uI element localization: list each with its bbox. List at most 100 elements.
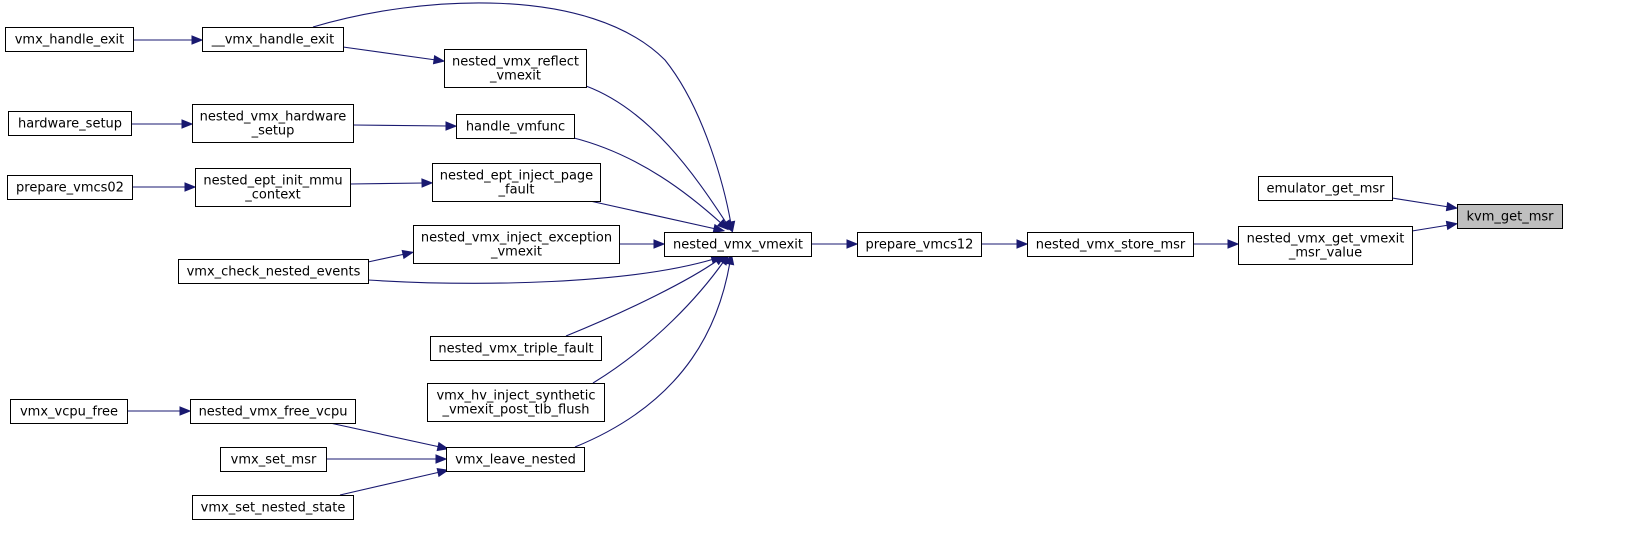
edge-arrowhead: [432, 55, 446, 65]
edge-arrowhead: [1445, 220, 1459, 231]
edge-arrowhead: [421, 178, 434, 188]
edge-nested_vmx_get_vmexit_msr_value-to-kvm_get_msr: [1411, 220, 1459, 232]
node-nested-vmx-get-vmexit-msr-value[interactable]: nested_vmx_get_vmexit_msr_value: [1238, 226, 1413, 265]
node-box: [192, 104, 354, 143]
node-label: _vmexit_post_tlb_flush: [441, 403, 589, 418]
node-label: vmx_set_nested_state: [201, 501, 346, 516]
edge-line: [342, 46, 437, 61]
node-box: [664, 232, 812, 257]
node-label: hardware_setup: [18, 117, 122, 132]
node-label: nested_vmx_store_msr: [1036, 238, 1186, 253]
node-vmx-set-nested-state[interactable]: vmx_set_nested_state: [192, 495, 354, 520]
node-label: _vmexit: [489, 69, 541, 84]
node-vmx-handle-exit[interactable]: __vmx_handle_exit: [202, 27, 344, 52]
edge-line: [349, 182, 425, 185]
node-hardware-setup[interactable]: hardware_setup: [8, 111, 132, 136]
node-nested-vmx-hardware-setup[interactable]: nested_vmx_hardware_setup: [192, 104, 354, 143]
node-box: [1258, 176, 1393, 201]
edge-vmx_set_msr-to-vmx_leave_nested: [326, 454, 448, 464]
edge-handle_vmfunc-to-nested_vmx_vmexit: [573, 137, 729, 231]
edge-arrowhead: [401, 249, 415, 260]
node-nested-vmx-vmexit[interactable]: nested_vmx_vmexit: [664, 232, 812, 257]
node-kvm-get-msr: kvm_get_msr: [1457, 204, 1563, 229]
edge-line: [1411, 224, 1450, 232]
node-nested-ept-inject-page-fault[interactable]: nested_ept_inject_page_fault: [432, 163, 601, 202]
node-label: emulator_get_msr: [1266, 182, 1385, 197]
node-vmx-handle-exit[interactable]: vmx_handle_exit: [5, 27, 134, 52]
node-label: vmx_hv_inject_synthetic: [436, 389, 595, 404]
node-box: [190, 399, 356, 424]
edge-emulator_get_msr-to-kvm_get_msr: [1391, 197, 1459, 212]
edge-arrowhead: [716, 218, 729, 231]
node-label: handle_vmfunc: [466, 120, 565, 135]
edge-line: [573, 137, 723, 225]
edge-arrowhead: [179, 406, 192, 416]
node-emulator-get-msr[interactable]: emulator_get_msr: [1258, 176, 1393, 201]
edge-vmx_hv_inject_synthetic_vmexit_post_tlb_flush-to-nested_vmx_vmexit: [592, 253, 730, 384]
edge-prepare_vmcs12-to-nested_vmx_store_msr: [981, 239, 1029, 249]
edge-nested_ept_init_mmu_context-to-nested_ept_inject_page_fault: [349, 178, 434, 188]
edge-prepare_vmcs02-to-nested_ept_init_mmu_context: [132, 182, 197, 192]
node-vmx-check-nested-events[interactable]: vmx_check_nested_events: [178, 259, 369, 284]
node-handle-vmfunc[interactable]: handle_vmfunc: [456, 114, 575, 139]
edge-line: [329, 422, 441, 448]
node-box: [8, 111, 132, 136]
node-nested-vmx-triple-fault[interactable]: nested_vmx_triple_fault: [430, 336, 602, 361]
node-box: [456, 114, 575, 139]
edge-nested_vmx_reflect_vmexit-to-nested_vmx_vmexit: [585, 85, 733, 232]
node-box: [202, 27, 344, 52]
edge-arrowhead: [1227, 239, 1240, 249]
edge-arrowhead: [181, 119, 194, 129]
edge-line: [589, 200, 717, 230]
edge-nested_vmx_inject_exception_vmexit-to-nested_vmx_vmexit: [619, 239, 666, 249]
node-nested-vmx-inject-exception-vmexit[interactable]: nested_vmx_inject_exception_vmexit: [413, 225, 620, 264]
edge-nested_vmx_store_msr-to-nested_vmx_get_vmexit_msr_value: [1193, 239, 1240, 249]
node-label: vmx_check_nested_events: [187, 265, 361, 280]
node-label: _fault: [498, 183, 535, 198]
edge-arrowhead: [1445, 201, 1459, 212]
node-label: __vmx_handle_exit: [211, 33, 335, 48]
edge-nested_vmx_vmexit-to-prepare_vmcs12: [811, 239, 859, 249]
node-label: kvm_get_msr: [1466, 210, 1554, 225]
edge-arrowhead: [435, 454, 448, 464]
node-box: [195, 168, 351, 207]
node-label: _msr_value: [1288, 246, 1362, 261]
node-label: nested_vmx_hardware: [200, 110, 347, 125]
node-vmx-vcpu-free[interactable]: vmx_vcpu_free: [10, 399, 128, 424]
node-label: nested_vmx_get_vmexit: [1247, 232, 1405, 247]
node-nested-vmx-store-msr[interactable]: nested_vmx_store_msr: [1027, 232, 1194, 257]
node-prepare-vmcs12[interactable]: prepare_vmcs12: [857, 232, 982, 257]
node-box: [413, 225, 620, 264]
node-box: [444, 49, 587, 88]
node-vmx-hv-inject-synthetic-vmexit-post-tlb-flush[interactable]: vmx_hv_inject_synthetic_vmexit_post_tlb_…: [427, 383, 605, 422]
node-box: [1027, 232, 1194, 257]
node-label: nested_ept_init_mmu: [203, 174, 342, 189]
edge-hardware_setup-to-nested_vmx_hardware_setup: [131, 119, 194, 129]
node-box: [7, 175, 133, 200]
node-label: vmx_leave_nested: [455, 453, 576, 468]
node-prepare-vmcs02[interactable]: prepare_vmcs02: [7, 175, 133, 200]
node-label: prepare_vmcs02: [16, 181, 124, 196]
edge-line: [367, 258, 715, 284]
node-label: nested_vmx_vmexit: [673, 238, 803, 253]
node-vmx-leave-nested[interactable]: vmx_leave_nested: [446, 447, 585, 472]
node-box: [857, 232, 982, 257]
edge-__vmx_handle_exit-to-nested_vmx_reflect_vmexit: [342, 46, 446, 65]
node-nested-vmx-free-vcpu[interactable]: nested_vmx_free_vcpu: [190, 399, 356, 424]
node-box: [10, 399, 128, 424]
node-nested-vmx-reflect-vmexit[interactable]: nested_vmx_reflect_vmexit: [444, 49, 587, 88]
edge-line: [367, 253, 406, 263]
node-label: nested_vmx_inject_exception: [421, 231, 612, 246]
node-nested-ept-init-mmu-context[interactable]: nested_ept_init_mmu_context: [195, 168, 351, 207]
edge-line: [339, 471, 441, 496]
edge-line: [585, 85, 728, 225]
node-box: [427, 383, 605, 422]
node-vmx-set-msr[interactable]: vmx_set_msr: [220, 447, 327, 472]
edge-line: [574, 261, 731, 448]
node-label: nested_ept_inject_page: [440, 169, 593, 184]
edge-nested_vmx_free_vcpu-to-vmx_leave_nested: [329, 422, 450, 452]
edge-vmx_handle_exit-to-__vmx_handle_exit: [133, 35, 204, 45]
edge-line: [592, 260, 725, 384]
edge-line: [565, 259, 719, 337]
edge-vmx_vcpu_free-to-nested_vmx_free_vcpu: [127, 406, 192, 416]
